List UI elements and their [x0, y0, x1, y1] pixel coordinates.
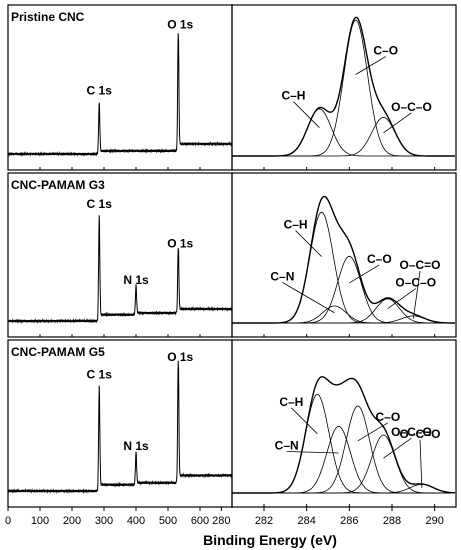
component-label: C–O [373, 43, 398, 57]
c1s-panel-frame [231, 339, 457, 508]
x-tick-label: 288 [383, 515, 401, 527]
component-label: O–C–O [391, 100, 432, 114]
peak-label: N 1s [123, 273, 149, 287]
x-tick-label: 300 [95, 515, 113, 527]
x-tick-label: 290 [425, 515, 443, 527]
panel-title: CNC-PAMAM G5 [11, 345, 105, 359]
peak-label: O 1s [167, 17, 193, 31]
component-label: O–C=O [399, 427, 440, 441]
component-label: C–H [281, 89, 305, 103]
x-tick-label: 500 [159, 515, 177, 527]
x-tick-label: 0 [5, 515, 11, 527]
leader-line [383, 437, 412, 459]
panel-title: Pristine CNC [11, 10, 85, 24]
component-label: O–C–O [395, 276, 436, 290]
envelope-curve [232, 16, 455, 157]
x-tick-label: 286 [340, 515, 358, 527]
leader-line [357, 422, 389, 442]
envelope-curve [232, 376, 455, 494]
x-tick-label: 282 [255, 515, 273, 527]
x-tick-label: 200 [63, 515, 81, 527]
survey-spectrum-line [7, 360, 233, 494]
survey-spectrum-line [7, 33, 233, 158]
leader-line [286, 451, 339, 454]
leader-line [383, 112, 412, 134]
x-tick-label: 600 [191, 515, 209, 527]
leader-line [282, 282, 335, 314]
envelope-curve [232, 195, 455, 324]
x-tick-label: 400 [127, 515, 145, 527]
component-label: O–C–O [391, 425, 432, 439]
leader-line [387, 288, 416, 309]
component-label: C–N [275, 439, 299, 453]
survey-spectrum-line [7, 215, 233, 324]
peak-label: C 1s [87, 368, 113, 382]
leader-line [355, 56, 386, 75]
peak-label: C 1s [87, 84, 113, 98]
peak-label: O 1s [167, 350, 193, 364]
c1s-panel-frame [231, 4, 457, 171]
x-axis-label: Binding Energy (eV) [203, 532, 337, 548]
component-label: C–O [367, 252, 392, 266]
x-tick-label: 100 [31, 515, 49, 527]
x-tick-label: 280 [212, 515, 230, 527]
peak-label: O 1s [167, 236, 193, 250]
leader-line [419, 439, 423, 488]
x-tick-label: 284 [297, 515, 315, 527]
leader-line [293, 101, 320, 128]
peak-label: C 1s [87, 197, 113, 211]
component-label: C–N [270, 269, 294, 283]
component-label: C–O [376, 410, 401, 424]
c1s-panel-frame [231, 172, 457, 338]
leader-line [291, 407, 318, 435]
peak-label: N 1s [123, 439, 149, 453]
leader-line [349, 264, 380, 284]
component-label: C–H [284, 218, 308, 232]
component-label: O–C=O [399, 258, 440, 272]
component-label: C–H [279, 395, 303, 409]
leader-line [295, 230, 322, 257]
panel-title: CNC-PAMAM G3 [11, 178, 105, 192]
leader-line [412, 270, 421, 319]
